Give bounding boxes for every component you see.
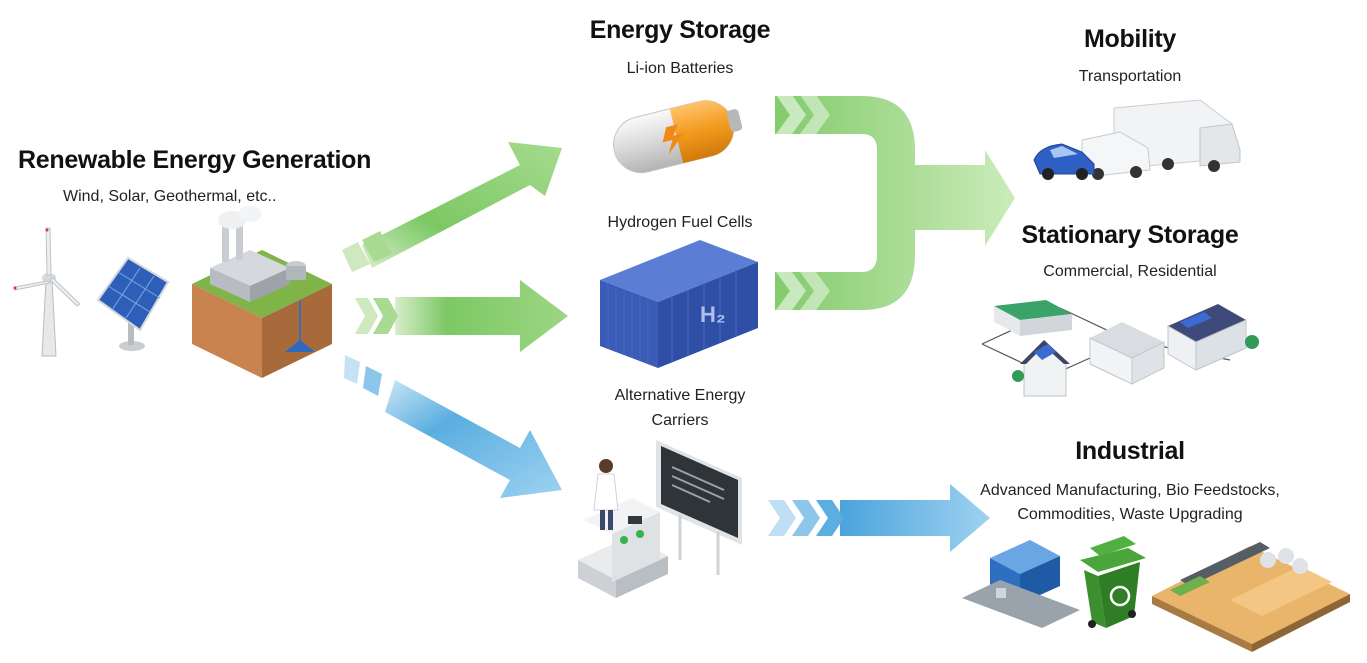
mobility-title: Mobility — [1083, 25, 1177, 53]
alt-carriers-label-line2: Carriers — [651, 412, 709, 429]
source-subtitle: Wind, Solar, Geothermal, etc.. — [63, 188, 277, 205]
h2-text: H₂ — [700, 302, 726, 327]
industrial-farm-icon — [1152, 542, 1350, 652]
hydrogen-container-icon: H₂ — [600, 240, 758, 368]
blue-arrow-to-carriers — [344, 355, 562, 498]
storage-title: Energy Storage — [589, 16, 771, 44]
industrial-title: Industrial — [1075, 437, 1185, 465]
blue-arrow-to-industrial — [768, 484, 990, 552]
industrial-subtitle-line1: Advanced Manufacturing, Bio Feedstocks, — [980, 482, 1280, 499]
geothermal-plant-icon — [192, 206, 332, 378]
buildings-icon — [981, 300, 1259, 397]
industrial-subtitle-line2: Commodities, Waste Upgrading — [1017, 506, 1243, 523]
solar-panel-icon — [96, 256, 170, 351]
stationary-subtitle: Commercial, Residential — [1043, 263, 1217, 280]
green-arrow-to-batteries — [342, 142, 562, 272]
laboratory-scientist-icon — [578, 440, 742, 598]
vehicles-icon — [1033, 99, 1241, 180]
factory-icon — [962, 540, 1080, 628]
battery-label: Li-ion Batteries — [626, 60, 734, 77]
wind-turbine-icon — [13, 227, 81, 357]
merge-arrow-to-uses — [775, 95, 1015, 310]
mobility-subtitle: Transportation — [1078, 68, 1182, 85]
alt-carriers-label-line1: Alternative Energy — [614, 387, 746, 404]
recycling-bin-icon — [1080, 536, 1146, 628]
source-title: Renewable Energy Generation — [18, 146, 372, 174]
battery-icon — [613, 100, 743, 174]
stationary-title: Stationary Storage — [1021, 221, 1239, 249]
green-arrow-to-hydrogen — [355, 280, 568, 352]
hydrogen-label: Hydrogen Fuel Cells — [607, 214, 753, 231]
